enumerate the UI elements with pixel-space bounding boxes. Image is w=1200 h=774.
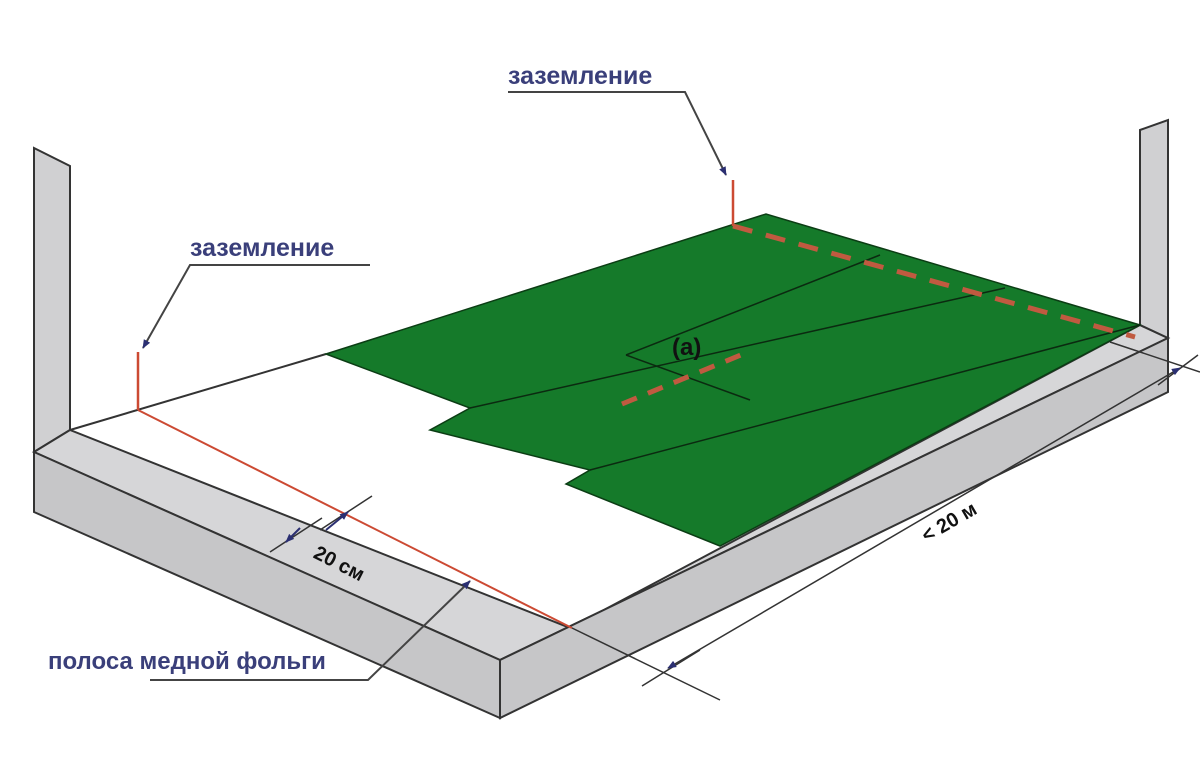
- dim-20m-ext-1: [571, 627, 721, 701]
- leader-grounding-left: [142, 264, 370, 349]
- section-marker-label: (a): [672, 334, 702, 361]
- seam-1: [469, 287, 1006, 409]
- leader-arrows: [142, 91, 727, 681]
- right-wall-back: [1139, 118, 1169, 340]
- dim-20m-ext-2: [1109, 341, 1200, 373]
- dimension-20cm: [269, 495, 373, 553]
- dimension-20m: [571, 341, 1200, 701]
- dim-20cm-arrow-b: [325, 511, 349, 531]
- grounding-label-left: заземление: [190, 234, 335, 262]
- dim-20cm-tick-1: [269, 517, 323, 553]
- floor-back-edge: [69, 353, 327, 431]
- leader-grounding-top: [508, 91, 727, 176]
- dim-20m-tick-1: [641, 649, 701, 687]
- seam-3: [625, 254, 881, 356]
- conductive-floor: [323, 213, 1142, 547]
- dim-20cm-arrow-a: [285, 527, 301, 543]
- left-wall-back: [33, 146, 71, 454]
- copper-strip-label: полоса медной фольги: [48, 648, 326, 675]
- copper-dashed-top: [732, 223, 1136, 340]
- copper-strip-left: [137, 409, 573, 629]
- green-floor: [323, 213, 1142, 547]
- dim-20m-line: [667, 367, 1181, 669]
- grounding-label-top: заземление: [508, 62, 653, 90]
- leader-copper-strip: [150, 580, 471, 681]
